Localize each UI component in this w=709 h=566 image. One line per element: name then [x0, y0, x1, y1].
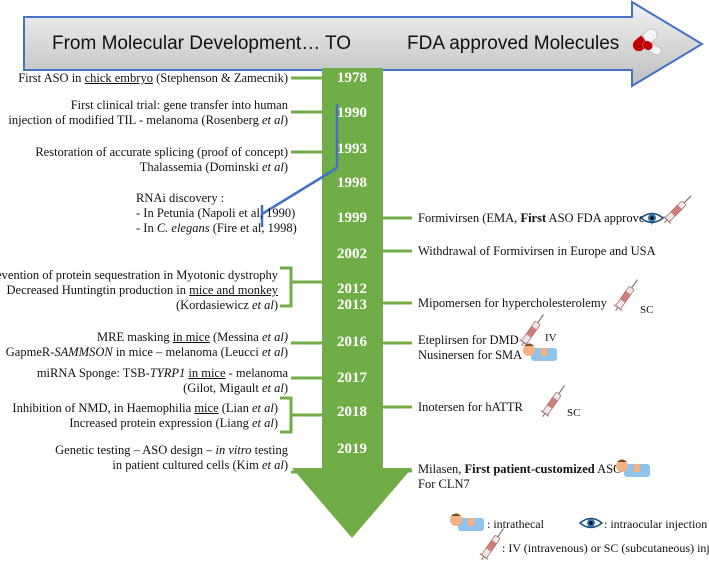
- header-middle: TO: [325, 33, 352, 54]
- event-2019-left: Genetic testing – ASO design – in vitro …: [55, 443, 288, 472]
- year-2016: 2016: [337, 334, 367, 350]
- legend-intraocular: : intraocular injection: [604, 517, 708, 531]
- year-2002: 2002: [337, 246, 367, 262]
- year-2018: 2018: [337, 404, 367, 420]
- event-2013-right: Mipomersen for hypercholesterolemy: [418, 296, 607, 310]
- bracket-2018: [280, 396, 293, 434]
- header-right: FDA approved Molecules: [407, 33, 620, 54]
- year-2017: 2017: [337, 370, 367, 386]
- event-2016-left: MRE masking in mice (Messina et al) Gapm…: [5, 330, 288, 359]
- year-1978: 1978: [337, 70, 367, 86]
- pill-capsule-icon-2: [642, 40, 662, 56]
- pill-capsule-icon: [632, 28, 658, 52]
- route-2013: SC: [640, 304, 654, 316]
- event-1993: Restoration of accurate splicing (proof …: [35, 145, 288, 174]
- header-left: From Molecular Development…: [52, 33, 321, 54]
- year-1993: 1993: [337, 141, 367, 157]
- year-2013: 2013: [337, 297, 367, 313]
- event-2017: miRNA Sponge: TSB-TYRP1 in mice - melano…: [36, 366, 288, 395]
- year-1990: 1990: [337, 105, 367, 121]
- event-rnai: RNAi discovery : - In Petunia (Napoli et…: [136, 191, 297, 235]
- event-2016-right: Eteplirsen for DMD Nusinersen for SMA: [418, 333, 523, 362]
- year-2012: 2012: [337, 281, 367, 297]
- year-1998: 1998: [337, 175, 367, 191]
- timeline-arrow: [292, 68, 412, 538]
- route-2016: IV: [545, 332, 557, 344]
- bracket-2012: [280, 266, 293, 308]
- event-2019-right: Milasen, First patient-customized ASO Fo…: [418, 462, 623, 491]
- rnai-bracket: [260, 104, 339, 227]
- left-connectors: [291, 76, 322, 474]
- event-2018-left: Inhibition of NMD, in Haemophilia mice (…: [12, 401, 278, 430]
- event-2012: Prevention of protein sequestration in M…: [0, 268, 278, 312]
- route-2018: SC: [567, 407, 581, 419]
- event-1978: First ASO in chick embryo (Stephenson & …: [18, 71, 288, 85]
- header-arrow: [23, 0, 704, 88]
- event-2018-right: Inotersen for hATTR: [418, 400, 523, 414]
- legend-intrathecal: : intrathecal: [487, 517, 544, 531]
- event-2002-right: Withdrawal of Formivirsen in Europe and …: [418, 244, 656, 258]
- event-1999-right: Formivirsen (EMA, First ASO FDA approved…: [418, 211, 655, 225]
- event-1990: First clinical trial: gene transfer into…: [8, 98, 288, 127]
- right-connectors: [383, 216, 412, 473]
- legend-syringe: : IV (intravenous) or SC (subcutaneous) …: [502, 541, 709, 555]
- year-1999: 1999: [337, 210, 367, 226]
- year-2019: 2019: [337, 441, 367, 457]
